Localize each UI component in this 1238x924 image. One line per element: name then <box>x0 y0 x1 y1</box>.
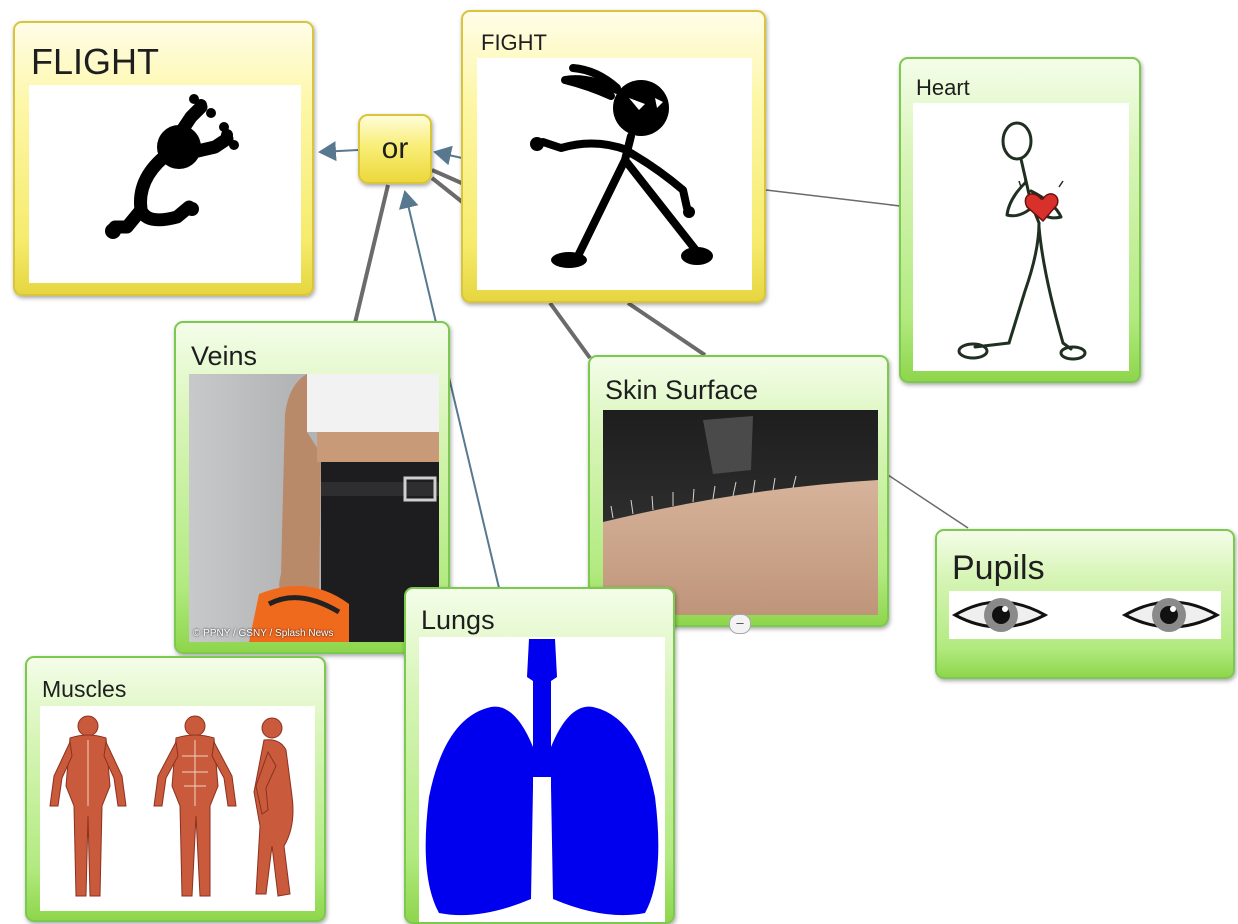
node-muscles[interactable]: Muscles <box>25 656 326 922</box>
flight-figure-icon <box>29 85 301 283</box>
node-title: FIGHT <box>481 30 764 56</box>
node-lungs[interactable]: Lungs <box>404 587 675 924</box>
link-skin-pupils <box>888 475 968 528</box>
or-connector[interactable]: or <box>358 114 432 184</box>
link-fight-skin-1 <box>550 303 590 358</box>
node-title: Veins <box>191 341 448 372</box>
node-title: Muscles <box>42 676 324 703</box>
muscles-figures <box>40 706 315 911</box>
pupils-image <box>949 591 1221 639</box>
node-title: Pupils <box>952 549 1233 588</box>
fight-figure-icon <box>477 58 752 290</box>
node-title: Lungs <box>421 605 673 636</box>
photo-credit: © PPNY / GSNY / Splash News <box>193 628 333 639</box>
node-title: Heart <box>916 75 1139 101</box>
veins-photo <box>189 374 439 642</box>
lungs-image <box>419 637 665 922</box>
lungs-icon <box>419 637 665 922</box>
arrow-or-flight <box>320 150 358 152</box>
link-fight-heart <box>766 190 900 206</box>
eyes-icon <box>949 591 1221 639</box>
arrow-fight-or <box>435 152 462 158</box>
node-flight[interactable]: FLIGHT <box>13 21 314 296</box>
node-title: FLIGHT <box>31 41 312 83</box>
link-or-veins <box>355 185 388 323</box>
link-fight-skin-2 <box>628 303 705 355</box>
node-title: Skin Surface <box>605 375 887 406</box>
heart-figure-icon <box>913 103 1129 371</box>
collapse-toggle[interactable]: – <box>729 614 751 634</box>
muscles-image <box>40 706 315 911</box>
skin-image <box>603 410 878 615</box>
veins-image: © PPNY / GSNY / Splash News <box>189 374 439 642</box>
node-heart[interactable]: Heart <box>899 57 1141 383</box>
skin-photo <box>603 410 878 615</box>
fight-image <box>477 58 752 290</box>
heart-image <box>913 103 1129 371</box>
node-pupils[interactable]: Pupils <box>935 529 1235 679</box>
node-fight[interactable]: FIGHT <box>461 10 766 303</box>
flight-image <box>29 85 301 283</box>
